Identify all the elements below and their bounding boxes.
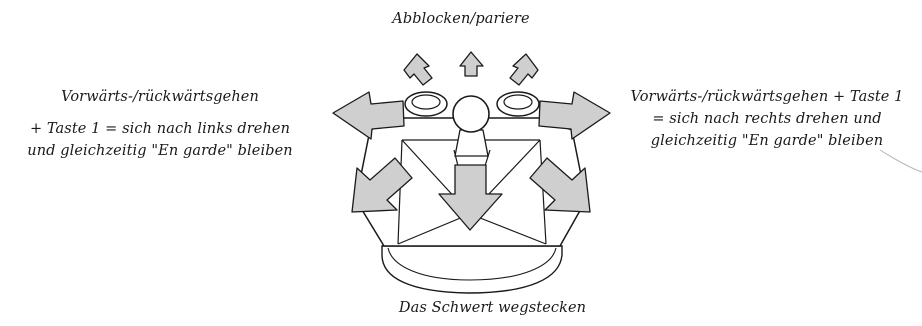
arrow-up-left-icon <box>404 54 432 85</box>
arrow-up-right-icon <box>510 54 538 85</box>
arrow-up-icon <box>460 52 483 76</box>
scan-artifact-line <box>880 150 922 172</box>
joystick-button-left <box>405 92 447 116</box>
joystick-stick <box>453 96 489 156</box>
joystick-button-right <box>497 92 539 116</box>
